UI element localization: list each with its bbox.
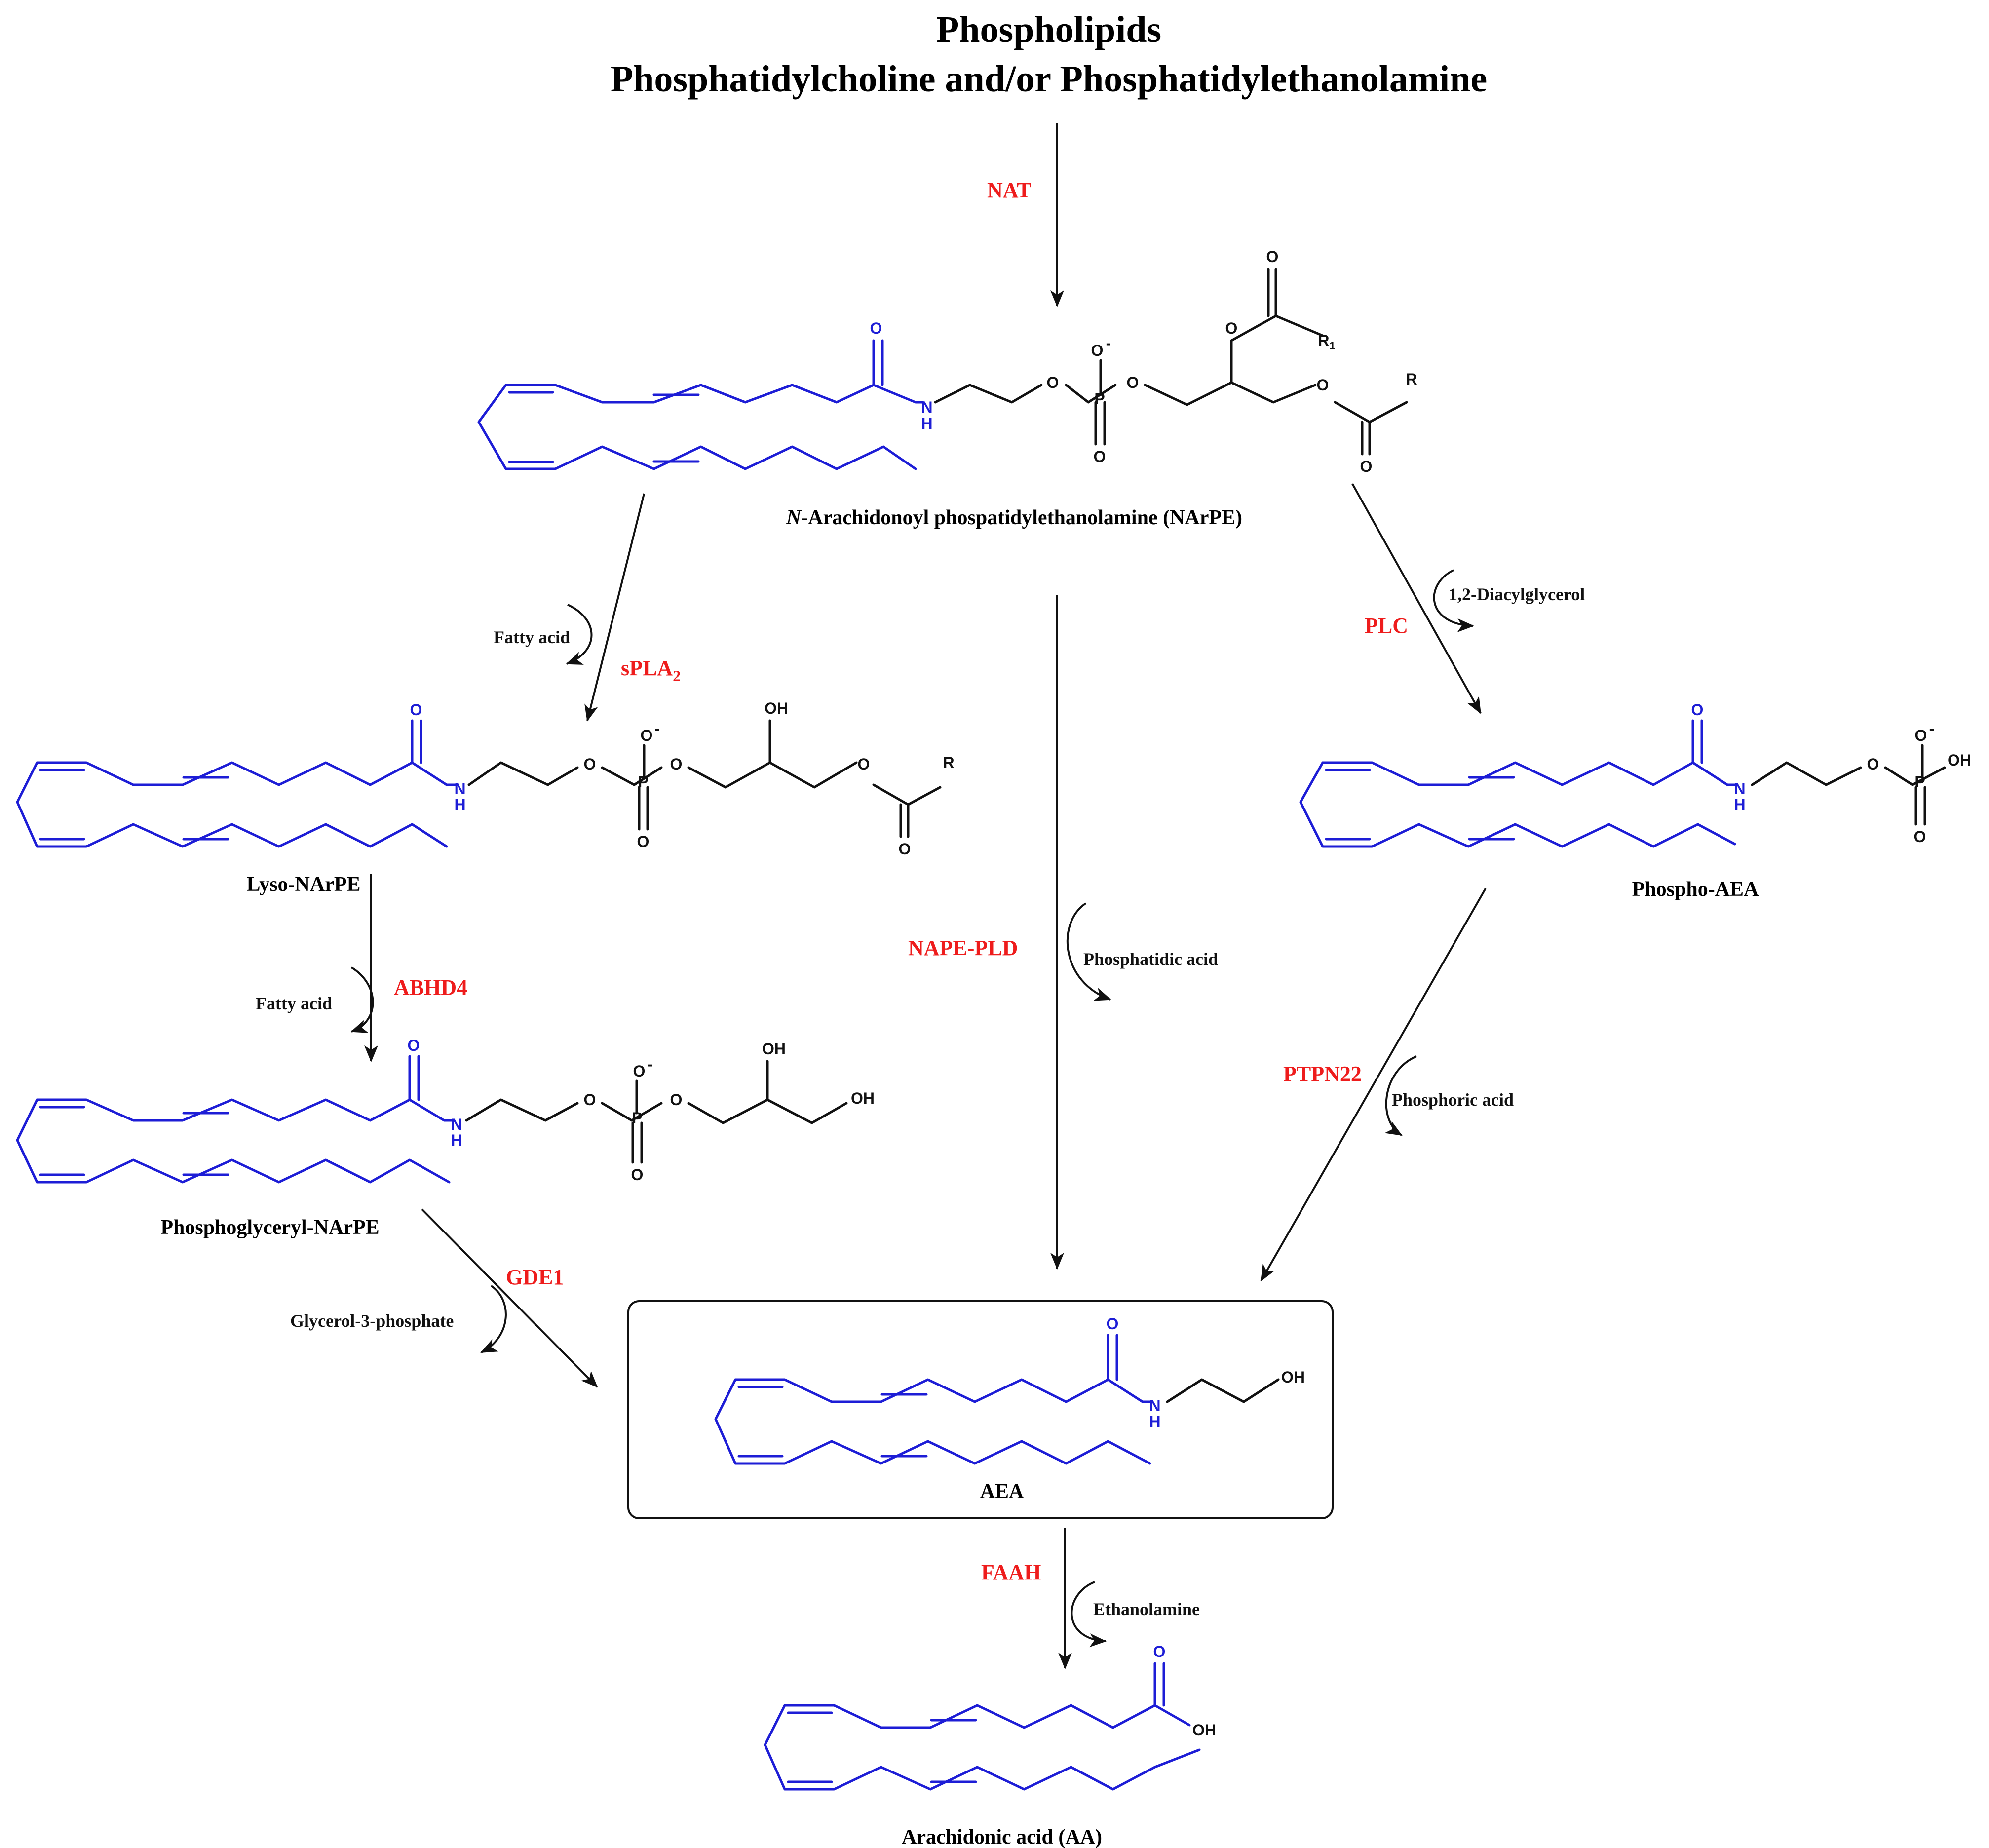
title-line-2: Phosphatidylcholine and/or Phosphatidyle… [611,58,1488,100]
atom-n: N [454,780,465,798]
atom-o: O [1867,755,1879,773]
atom-o: O [1225,319,1238,337]
curl-phosphatidic-acid [1066,902,1111,1001]
compound-name-lyso-narpe: Lyso-NArPE [247,873,361,896]
atom-labels: O N H O O - P O O O O R1 O O R O N H O O… [408,248,1971,1739]
atom-o: O [410,701,422,719]
atom-oh: OH [765,699,788,717]
byproduct-diacylglycerol: 1,2-Diacylglycerol [1449,584,1585,604]
atom-n: N [1734,780,1745,798]
arrow-plc [1351,483,1482,714]
atom-h: H [921,415,932,432]
enzyme-nat: NAT [987,178,1032,202]
atom-o: O [1360,458,1373,475]
atom-o: O [1094,448,1106,465]
atom-oh: OH [762,1040,786,1058]
enzyme-faah: FAAH [981,1560,1041,1584]
structure-narpe [477,268,1408,470]
atom-minus: - [1106,334,1111,352]
atom-h: H [1149,1413,1160,1430]
atom-o: O [670,755,683,773]
atom-o: O [899,840,911,858]
atom-p: P [1094,390,1105,408]
byproduct-fatty-acid-1: Fatty acid [494,627,570,647]
atom-h: H [451,1131,462,1149]
structure-aa [764,1662,1201,1791]
atom-minus: - [1929,720,1935,737]
atom-o: O [1691,701,1704,719]
structure-phospho-aea [1299,719,1946,848]
compound-name-aa: Arachidonic acid (AA) [902,1826,1102,1848]
atom-o: O [633,1062,646,1080]
atom-o: O [1915,727,1927,744]
byproduct-glycerol-3-phosphate: Glycerol-3-phosphate [290,1311,454,1331]
enzyme-abhd4: ABHD4 [394,975,467,1000]
byproduct-fatty-acid-2: Fatty acid [256,994,332,1013]
curl-fatty-acid-2 [350,966,374,1033]
enzyme-ptpn22: PTPN22 [1283,1062,1362,1086]
atom-oh: OH [851,1089,875,1107]
atom-r: R [1406,370,1417,388]
arrow-gde1 [421,1208,598,1388]
atom-minus: - [648,1055,653,1073]
arrow-spla2 [584,493,645,722]
structure-lyso-narpe [16,719,942,848]
atom-oh: OH [1948,751,1971,769]
curl-diacylglycerol [1433,569,1474,632]
atom-o: O [408,1037,420,1054]
atom-oh: OH [1192,1721,1216,1739]
compound-name-phospho-aea: Phospho-AEA [1632,878,1759,901]
atom-oh: OH [1281,1368,1305,1386]
byproduct-curls [350,569,1474,1648]
atom-o: O [1091,342,1104,359]
title-line-1: Phospholipids [936,9,1161,50]
curl-ethanolamine [1071,1581,1107,1648]
curl-glycerol-3-phosphate [480,1285,507,1353]
atom-o: O [670,1091,683,1109]
curl-fatty-acid-1 [566,604,593,665]
atom-minus: - [655,720,660,737]
enzyme-gde1: GDE1 [506,1265,564,1289]
atom-r1: R1 [1318,332,1335,352]
atom-n: N [921,398,932,416]
compound-name-aea: AEA [980,1480,1024,1503]
aea-highlight-box [627,1300,1334,1519]
byproduct-phosphoric-acid: Phosphoric acid [1392,1090,1514,1110]
atom-h: H [1734,796,1745,813]
atom-o: O [584,755,596,773]
atom-r: R [943,754,954,771]
structure-aea [714,1334,1280,1465]
enzyme-nape-pld: NAPE-PLD [908,936,1018,960]
atom-o: O [870,319,882,337]
atom-o: O [1047,374,1059,391]
byproduct-ethanolamine: Ethanolamine [1093,1599,1200,1619]
byproduct-phosphatidic-acid: Phosphatidic acid [1083,949,1218,969]
atom-o: O [1127,374,1139,391]
atom-p: P [638,773,648,791]
atom-o: O [637,833,650,850]
atom-o: O [1107,1315,1119,1333]
atom-o: O [584,1091,596,1109]
atom-p: P [1914,773,1925,791]
atom-o: O [1317,376,1329,394]
compound-name-phosphoglyceryl-narpe: Phosphoglyceryl-NArPE [160,1216,379,1239]
enzyme-plc: PLC [1365,614,1408,638]
curl-phosphoric-acid [1384,1055,1417,1136]
atom-o: O [631,1166,644,1184]
atom-n: N [451,1116,462,1133]
enzyme-spla2: sPLA2 [621,656,681,685]
atom-n: N [1149,1397,1160,1415]
reaction-arrows [364,123,1487,1669]
compound-name-narpe: N-Arachidonoyl phospatidylethanolamine (… [786,506,1242,529]
atom-o: O [858,755,870,773]
structure-phosphoglyceryl-narpe [16,1055,848,1184]
atom-o: O [641,727,653,744]
atom-o: O [1914,828,1926,846]
arrow-ptpn22 [1260,888,1487,1282]
atom-o: O [1266,248,1279,266]
atom-h: H [454,796,465,813]
atom-p: P [632,1109,642,1127]
atom-o: O [1153,1643,1166,1660]
